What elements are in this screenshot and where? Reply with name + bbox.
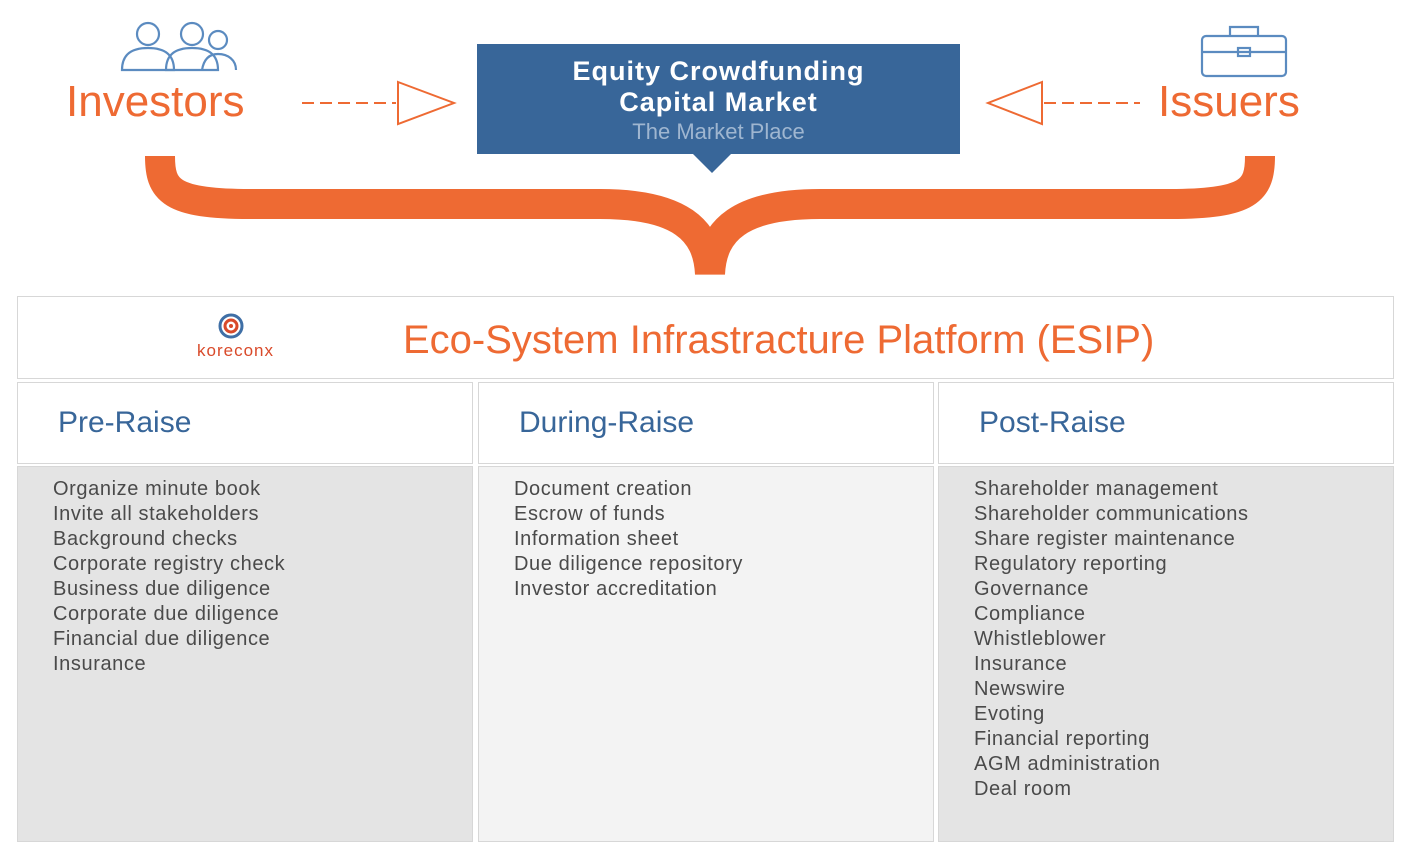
post-raise-heading: Post-Raise <box>979 406 1126 439</box>
market-box: Equity Crowdfunding Capital Market The M… <box>477 44 960 154</box>
list-item: Background checks <box>53 528 238 550</box>
list-item: Corporate due diligence <box>53 603 280 625</box>
list-item: Newswire <box>974 678 1066 700</box>
orange-brace <box>145 155 1275 276</box>
market-subtitle: The Market Place <box>632 119 805 144</box>
list-item: Share register maintenance <box>974 528 1236 550</box>
briefcase-icon <box>1200 25 1288 78</box>
list-item: Evoting <box>974 703 1045 725</box>
list-item: Escrow of funds <box>514 503 666 525</box>
list-item: Corporate registry check <box>53 553 286 575</box>
list-item: Shareholder management <box>974 478 1219 500</box>
list-item: Shareholder communications <box>974 503 1249 525</box>
during-raise-heading: During-Raise <box>519 406 695 439</box>
investors-label: Investors <box>66 77 245 126</box>
market-title: Equity Crowdfunding Capital Market <box>572 56 865 117</box>
list-item: Organize minute book <box>53 478 261 500</box>
list-item: Financial due diligence <box>53 628 271 650</box>
during-raise-header: During-Raise <box>478 382 934 464</box>
list-item: Document creation <box>514 478 693 500</box>
list-item: Business due diligence <box>53 578 271 600</box>
list-item: Governance <box>974 578 1089 600</box>
list-item: Insurance <box>53 653 147 675</box>
pre-raise-header: Pre-Raise <box>17 382 473 464</box>
list-item: Whistleblower <box>974 628 1107 650</box>
list-item: AGM administration <box>974 753 1161 775</box>
list-item: Compliance <box>974 603 1086 625</box>
platform-header: koreconx Eco-System Infrastracture Platf… <box>17 296 1394 379</box>
platform-title: Eco-System Infrastracture Platform (ESIP… <box>403 318 1155 362</box>
list-item: Financial reporting <box>974 728 1150 750</box>
people-icon <box>120 21 238 72</box>
market-pointer <box>692 153 732 173</box>
list-item: Insurance <box>974 653 1068 675</box>
pre-raise-heading: Pre-Raise <box>58 406 192 439</box>
list-item: Deal room <box>974 778 1072 800</box>
issuers-label: Issuers <box>1158 77 1300 126</box>
list-item: Regulatory reporting <box>974 553 1168 575</box>
list-item: Information sheet <box>514 528 679 550</box>
koreconx-logo-mark-icon <box>218 313 244 339</box>
list-item: Due diligence repository <box>514 553 743 575</box>
arrow-to-market <box>302 80 457 126</box>
koreconx-logo: koreconx <box>168 313 303 363</box>
list-item: Investor accreditation <box>514 578 718 600</box>
arrow-from-issuers <box>985 80 1140 126</box>
koreconx-wordmark: koreconx <box>197 341 274 360</box>
list-item: Invite all stakeholders <box>53 503 260 525</box>
post-raise-header: Post-Raise <box>938 382 1394 464</box>
